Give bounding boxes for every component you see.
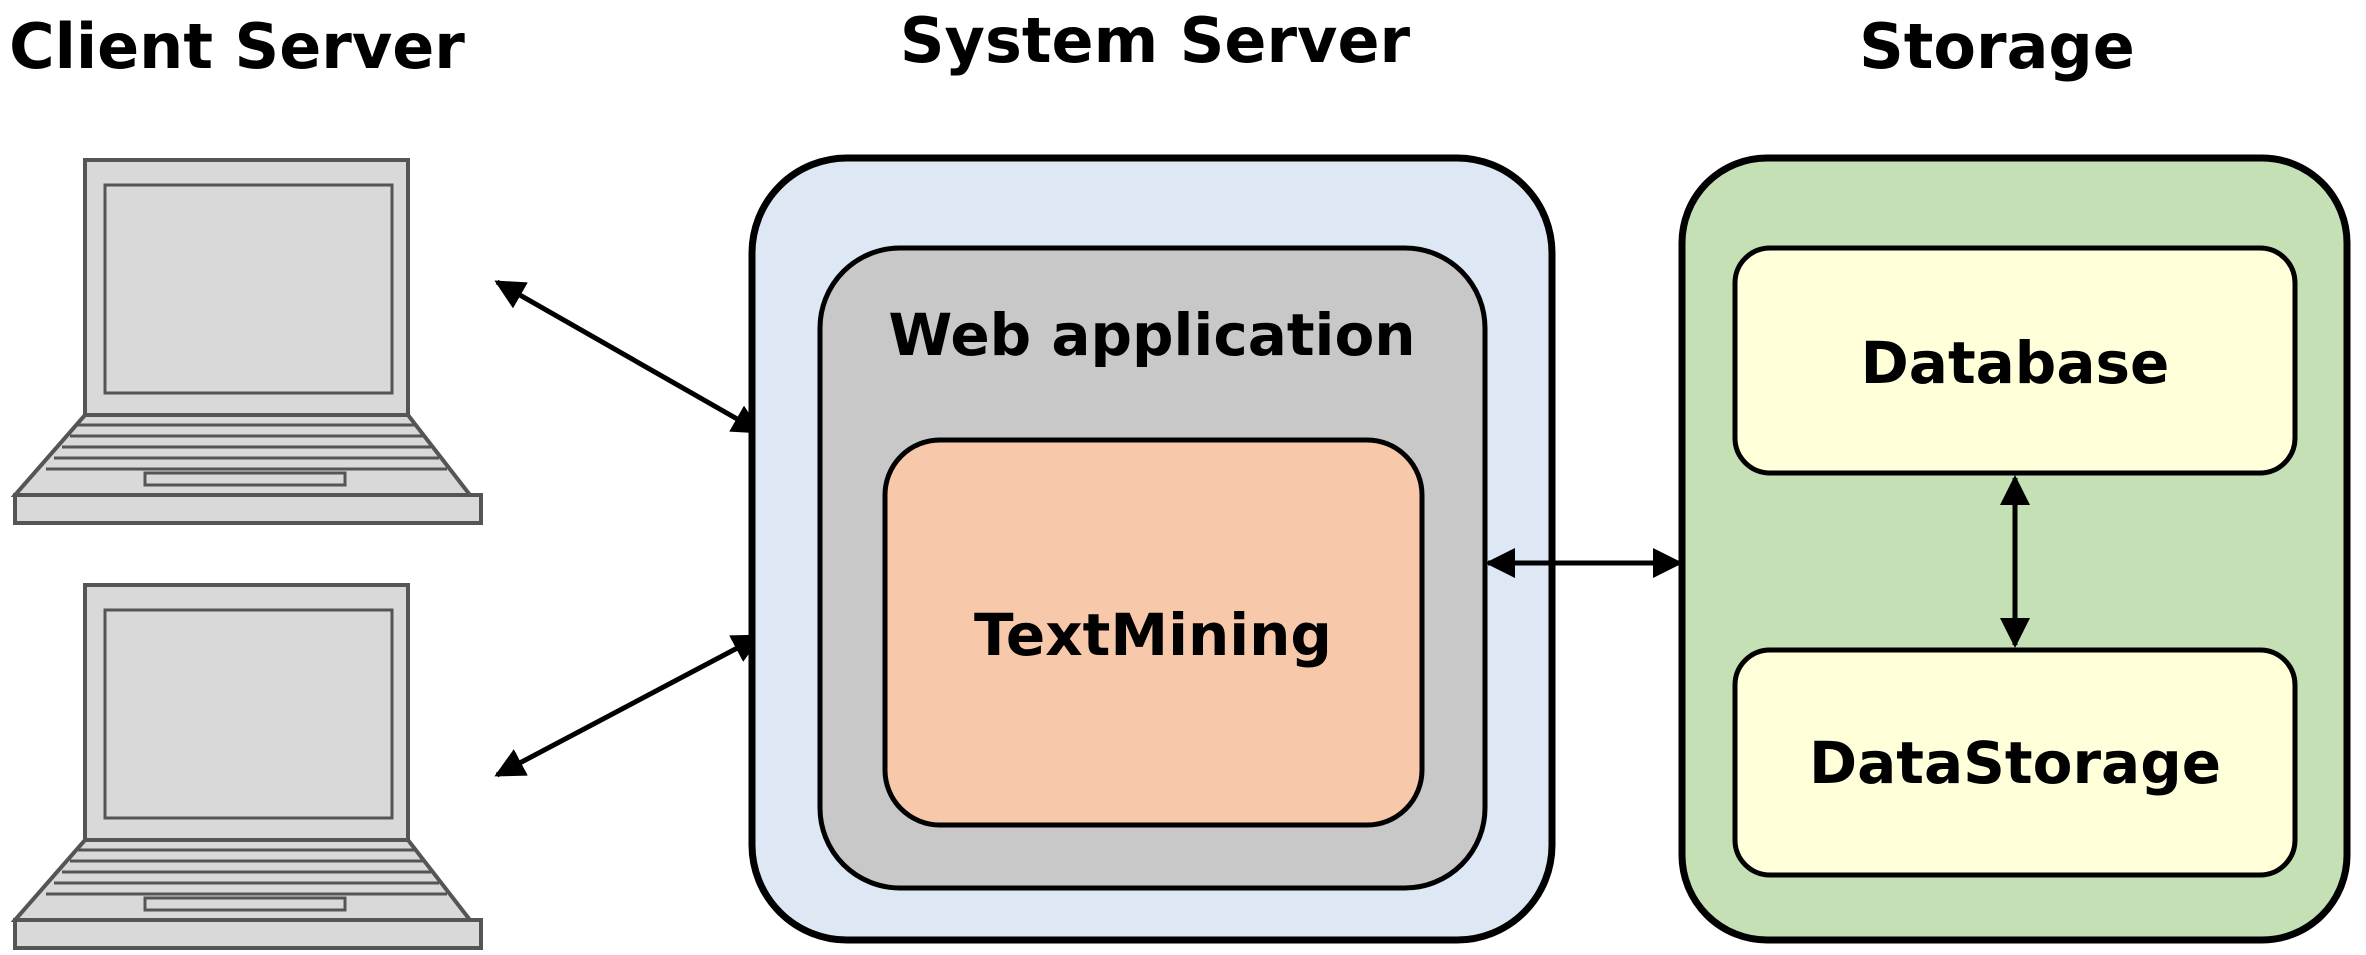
laptop-icon: [13, 583, 483, 950]
laptop-icon: [13, 158, 483, 525]
client-server-heading: Client Server: [9, 10, 465, 83]
database-box: [1732, 245, 2298, 476]
database-label: Database: [1861, 329, 2170, 397]
client-top-connection-arrow: [494, 279, 763, 435]
data-storage-label: DataStorage: [1809, 729, 2221, 797]
system-server-heading: System Server: [900, 4, 1411, 77]
storage-heading: Storage: [1859, 10, 2135, 83]
web-application-label: Web application: [888, 301, 1415, 369]
client-bottom-connection-arrow: [494, 633, 763, 778]
text-mining-box: [882, 437, 1425, 828]
data-storage-box: [1732, 647, 2298, 878]
text-mining-label: TextMining: [974, 601, 1332, 669]
